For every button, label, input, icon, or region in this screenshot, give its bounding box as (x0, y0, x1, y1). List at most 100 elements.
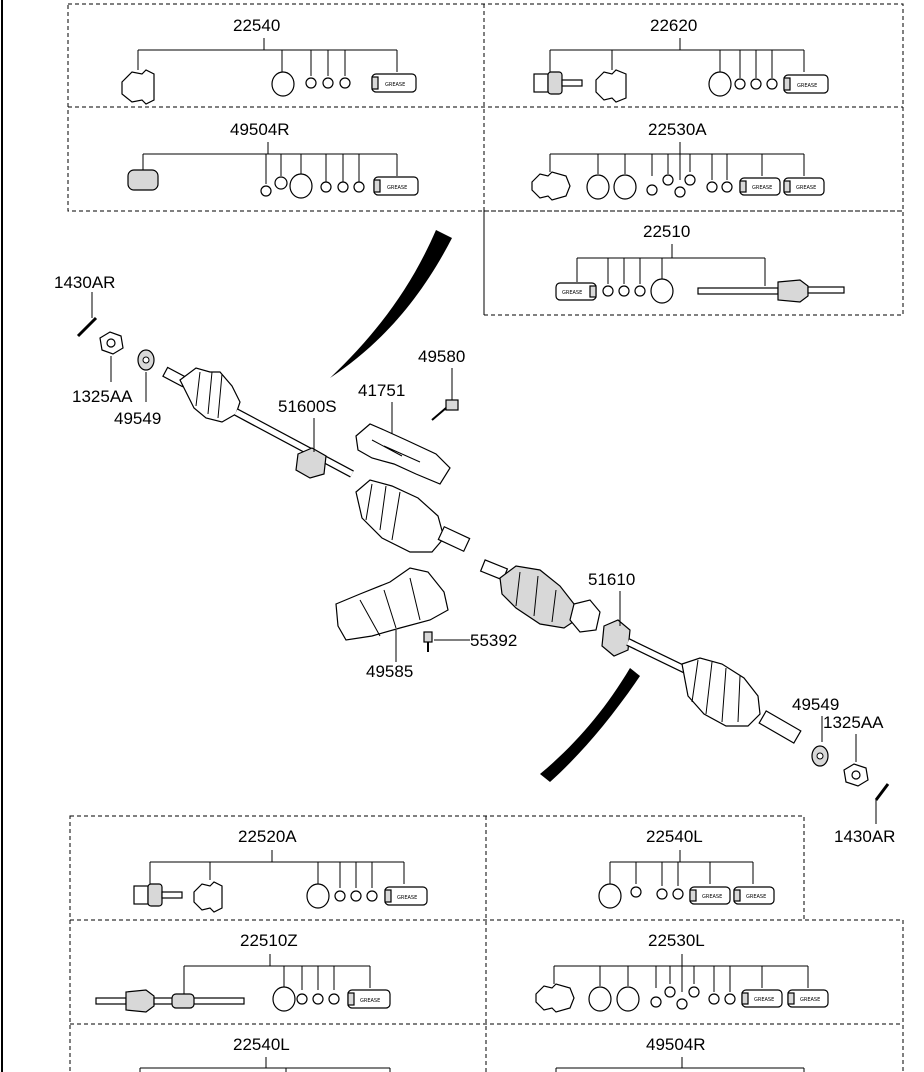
ring-icon (328, 993, 340, 1005)
grease-label: GREASE (387, 185, 407, 191)
inner-cv-housing-icon (499, 565, 577, 629)
ring-icon (721, 181, 733, 193)
clamp-large-icon (272, 986, 296, 1012)
callout-51610[interactable]: 51610 (588, 570, 635, 626)
grease-label: GREASE (746, 894, 766, 900)
cv-boot-icon (531, 171, 571, 201)
cv-boot-icon (535, 983, 575, 1013)
inner-cv-boot-icon (569, 599, 601, 633)
grease-tube-icon: GREASE (787, 989, 829, 1008)
grease-label: GREASE (397, 895, 417, 901)
kit-panel-22530A[interactable]: 22530A GREASE GREASE (531, 120, 825, 201)
grease-label: GREASE (562, 290, 582, 296)
right-drive-shaft-assembly (479, 559, 802, 744)
callout-1430AR-top[interactable]: 1430AR (54, 273, 115, 338)
callout-49585[interactable]: 49585 (335, 567, 449, 681)
assembly-divider-swoosh (330, 230, 452, 378)
grease-tube-icon: GREASE (783, 74, 829, 94)
callout-1430AR-bottom[interactable]: 1430AR (834, 783, 895, 846)
part-label-1325AA: 1325AA (823, 713, 884, 732)
clamp-large-icon (289, 173, 313, 199)
kit-label-49504R: 49504R (230, 120, 290, 139)
clamp-large-icon (598, 883, 622, 909)
part-label-51600S: 51600S (278, 397, 337, 416)
part-label-1430AR: 1430AR (54, 273, 115, 292)
dynamic-damper-icon (601, 619, 631, 657)
ring-icon (366, 890, 378, 902)
ring-icon (750, 78, 762, 90)
ring-icon (350, 890, 362, 902)
clamp-large-icon (613, 174, 637, 200)
kit-label-22620: 22620 (650, 16, 697, 35)
grease-tube-icon: GREASE (689, 886, 731, 905)
grease-label: GREASE (754, 997, 774, 1003)
kit-panel-22530L[interactable]: 22530L GREASE GREASE (535, 931, 829, 1013)
kit-panel-22510Z[interactable]: 22510Z GREASE (95, 931, 391, 1013)
cv-boot-icon (121, 69, 155, 105)
ring-icon (634, 285, 646, 297)
kit-panel-22620[interactable]: 22620 GREASE (533, 16, 829, 103)
kit-panel-22540L-partial[interactable]: 22540L (139, 1035, 391, 1072)
grease-label: GREASE (752, 185, 772, 191)
kit-label-22530A: 22530A (648, 120, 707, 139)
kit-panel-22510[interactable]: 22510 GREASE (555, 222, 845, 304)
grease-tube-icon: GREASE (733, 886, 775, 905)
ring-icon (322, 77, 334, 89)
kit-panel-22540L[interactable]: 22540L GREASE GREASE (598, 827, 775, 909)
ring-icon (688, 986, 700, 998)
cotter-pin-icon (76, 316, 98, 338)
inner-cv-boot-icon (355, 479, 445, 553)
grease-tube-icon: GREASE (739, 177, 781, 196)
callout-49549-top[interactable]: 49549 (114, 349, 161, 428)
callout-41751[interactable]: 41751 (355, 381, 451, 485)
outer-joint-housing-icon (133, 883, 183, 907)
ring-icon (708, 993, 720, 1005)
grease-tube-icon: GREASE (783, 177, 825, 196)
left-drive-shaft-assembly (162, 366, 471, 553)
part-label-1430AR: 1430AR (834, 827, 895, 846)
part-label-49585: 49585 (366, 662, 413, 681)
kit-panel-22540[interactable]: 22540 GREASE (121, 16, 417, 105)
clamp-large-icon (616, 986, 640, 1012)
grease-tube-icon: GREASE (347, 989, 391, 1009)
kit-panel-22520A[interactable]: 22520A GREASE (133, 827, 428, 913)
ring-icon (296, 993, 308, 1005)
bolt-icon (423, 631, 433, 643)
kit-label-22520A: 22520A (238, 827, 297, 846)
ring-icon (674, 186, 686, 198)
ring-icon (274, 176, 288, 190)
part-label-49549: 49549 (792, 695, 839, 714)
callout-51600S[interactable]: 51600S (278, 397, 337, 452)
clamp-large-icon (650, 278, 674, 304)
callout-49549-bottom[interactable]: 49549 (792, 695, 839, 767)
part-label-41751: 41751 (358, 381, 405, 400)
kit-label-22530L: 22530L (648, 931, 705, 950)
bushing-icon (127, 169, 159, 191)
cotter-pin-icon (874, 783, 890, 801)
clamp-large-icon (306, 883, 330, 909)
ring-icon (734, 78, 746, 90)
callout-49580[interactable]: 49580 (418, 347, 465, 421)
callout-1325AA-top[interactable]: 1325AA (72, 331, 133, 406)
grease-label: GREASE (702, 894, 722, 900)
part-label-49580: 49580 (418, 347, 465, 366)
ring-icon (630, 886, 642, 898)
ring-icon (706, 181, 718, 193)
kit-label-49504R: 49504R (646, 1035, 706, 1054)
clamp-large-icon (588, 986, 612, 1012)
grease-tube-icon: GREASE (384, 886, 428, 906)
kit-label-22540L: 22540L (233, 1035, 290, 1054)
grease-tube-icon: GREASE (371, 73, 417, 93)
ring-icon (650, 996, 662, 1008)
ring-icon (676, 998, 688, 1010)
kit-panel-49504R[interactable]: 49504R GREASE (127, 120, 419, 199)
kit-label-22540L: 22540L (646, 827, 703, 846)
spline-shaft-icon (758, 710, 802, 744)
kit-panel-49504R-partial[interactable]: 49504R (555, 1035, 805, 1072)
grease-label: GREASE (385, 82, 405, 88)
ring-icon (320, 181, 332, 193)
callout-55392[interactable]: 55392 (423, 631, 517, 652)
callout-1325AA-bottom[interactable]: 1325AA (823, 713, 884, 787)
ring-icon (602, 285, 614, 297)
